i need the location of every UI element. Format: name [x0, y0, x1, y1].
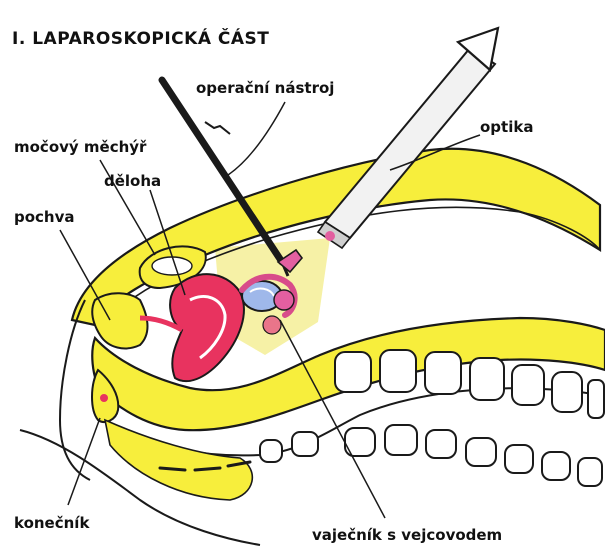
label-instrument: operační nástroj [196, 79, 334, 97]
optics-pink-tip [325, 231, 335, 241]
page-title: I. LAPAROSKOPICKÁ ČÁST [12, 27, 269, 49]
instrument-motion-mark [205, 122, 230, 134]
vertebra [380, 350, 416, 392]
label-rectum: konečník [14, 514, 90, 532]
vertebra [292, 432, 318, 456]
vertebra [426, 430, 456, 458]
vertebra [588, 380, 604, 418]
rectum-dot [100, 394, 108, 402]
bladder-lumen [152, 257, 192, 275]
label-uterus: děloha [104, 172, 161, 190]
vertebra [505, 445, 533, 473]
vertebrae-lower [260, 425, 602, 486]
lower-yellow [105, 420, 252, 500]
vertebra [466, 438, 496, 466]
vertebra [385, 425, 417, 455]
leader-rectum [68, 418, 100, 505]
leader-instrument [228, 102, 285, 175]
label-ovary: vaječník s vejcovodem [312, 526, 502, 544]
vertebra [425, 352, 461, 394]
label-vagina: pochva [14, 208, 75, 226]
label-bladder: močový měchýř [14, 138, 147, 156]
fimbria [274, 290, 294, 310]
skin-line [60, 300, 90, 480]
label-optics: optika [480, 118, 533, 136]
fimbria-2 [263, 316, 281, 334]
vertebra [578, 458, 602, 486]
vertebra [470, 358, 504, 400]
vertebra [260, 440, 282, 462]
vertebra [335, 352, 371, 392]
vertebra [552, 372, 582, 412]
vertebra [512, 365, 544, 405]
vertebra [542, 452, 570, 480]
